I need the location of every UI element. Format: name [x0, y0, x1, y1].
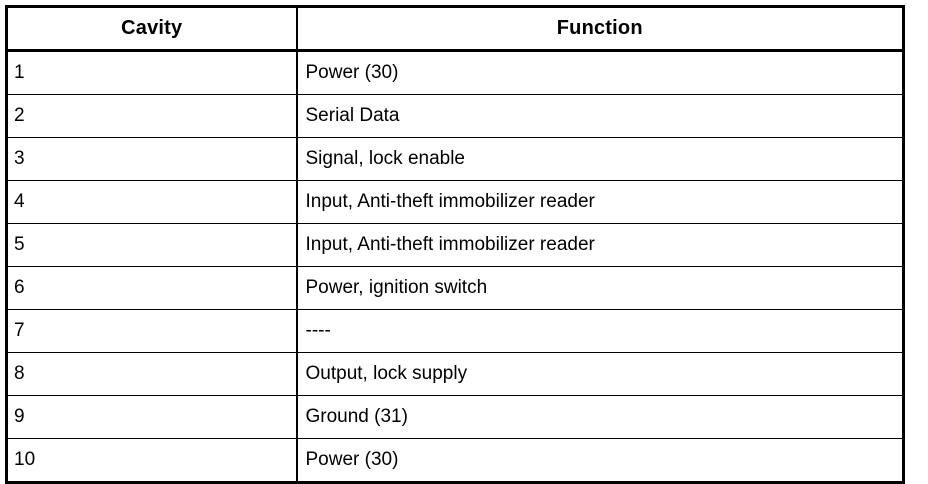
- cell-cavity: 10: [6, 438, 298, 483]
- cell-cavity: 3: [6, 137, 298, 181]
- cell-cavity: 9: [6, 395, 298, 439]
- cell-cavity: 8: [6, 352, 298, 396]
- cell-cavity: 4: [6, 180, 298, 224]
- cell-function: Serial Data: [296, 94, 904, 138]
- cell-function: Power, ignition switch: [296, 266, 904, 310]
- cell-function: Input, Anti-theft immobilizer reader: [296, 180, 904, 224]
- cell-function: ----: [296, 309, 904, 353]
- column-header-function: Function: [296, 6, 904, 52]
- cell-function: Power (30): [296, 50, 904, 95]
- cell-function: Ground (31): [296, 395, 904, 439]
- cell-cavity: 5: [6, 223, 298, 267]
- cell-function: Input, Anti-theft immobilizer reader: [296, 223, 904, 267]
- cell-cavity: 6: [6, 266, 298, 310]
- cell-function: Output, lock supply: [296, 352, 904, 396]
- cell-function: Power (30): [296, 438, 904, 483]
- cell-cavity: 1: [6, 50, 298, 95]
- table-header-row: Cavity Function: [6, 6, 904, 52]
- cell-function: Signal, lock enable: [296, 137, 904, 181]
- table-row: 7----: [6, 309, 904, 353]
- cell-cavity: 2: [6, 94, 298, 138]
- column-header-cavity: Cavity: [6, 6, 298, 52]
- table-header: Cavity Function: [6, 6, 904, 52]
- cell-cavity: 7: [6, 309, 298, 353]
